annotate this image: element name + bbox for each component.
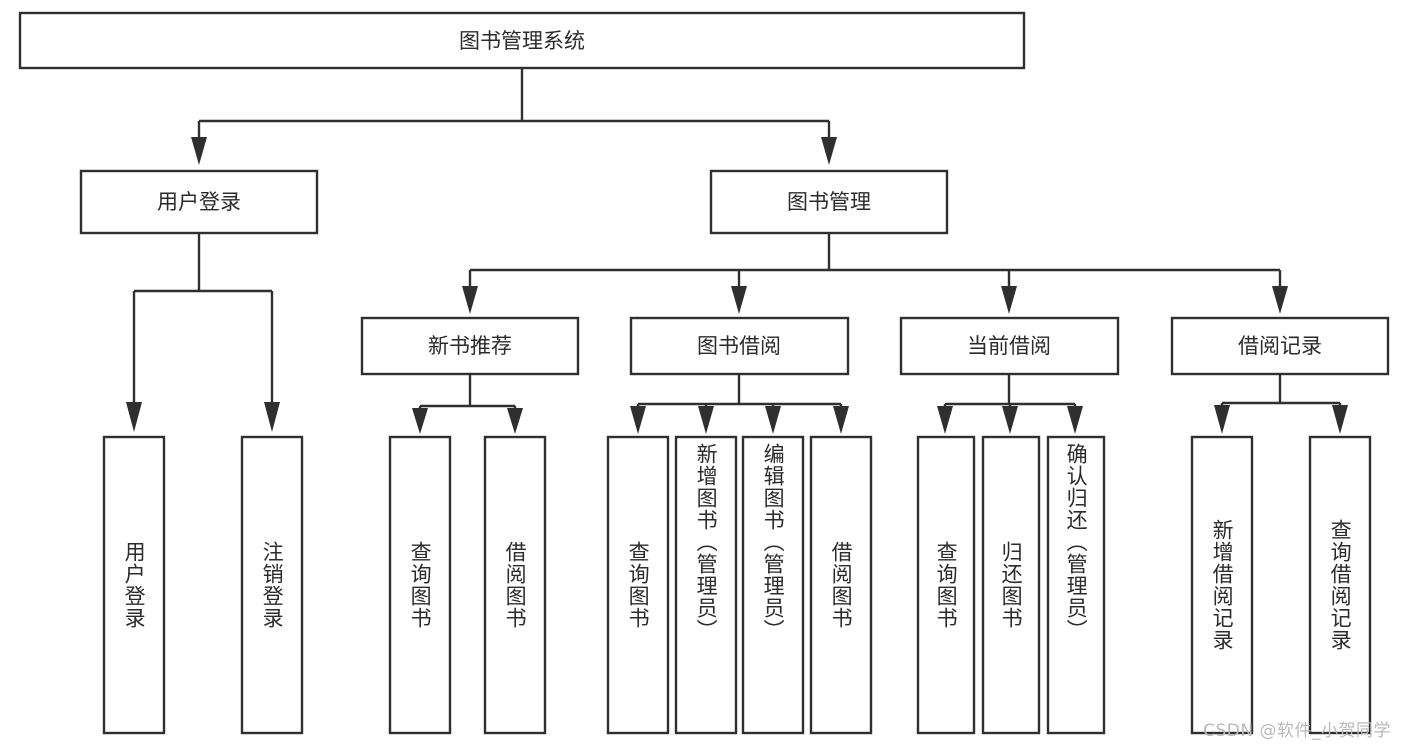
- leaf-logout-box[interactable]: [240, 435, 304, 735]
- arrow-head-borrow-record: [1272, 286, 1288, 314]
- node-book-manage-label: 图书管理: [787, 190, 871, 214]
- node-borrow-record-label: 借阅记录: [1238, 334, 1322, 358]
- node-book-borrow-label: 图书借阅: [697, 334, 781, 358]
- connector-group-root-to-level1: [191, 68, 837, 165]
- leaf-confirm-return-box[interactable]: [1046, 435, 1106, 735]
- arrow-head-leaf-query-book-borrow: [630, 406, 646, 434]
- leaf-return-book-box[interactable]: [981, 435, 1041, 735]
- arrow-head-leaf-confirm-return: [1067, 406, 1083, 434]
- arrow-head-leaf-add-book: [698, 406, 714, 434]
- arrow-head-leaf-borrow-book: [833, 406, 849, 434]
- node-book-borrow-box[interactable]: [629, 316, 850, 376]
- arrow-head-user-login: [191, 137, 207, 165]
- node-borrow-record-box[interactable]: [1170, 316, 1390, 376]
- csdn-watermark: CSDN @软件_小贺同学: [1203, 721, 1391, 741]
- arrow-head-leaf-query-book-rec: [412, 408, 428, 434]
- node-current-borrow-label: 当前借阅: [967, 334, 1051, 358]
- arrow-head-new-book-recommend: [462, 286, 478, 314]
- node-user-login[interactable]: 用户登录: [79, 169, 319, 235]
- connector-group-book-manage-to-level2: [462, 233, 1288, 314]
- leaf-edit-book-box[interactable]: [741, 435, 805, 735]
- arrow-head-leaf-return-book: [1002, 406, 1018, 434]
- node-root-box[interactable]: [18, 11, 1026, 70]
- node-new-book-recommend-box[interactable]: [360, 316, 580, 376]
- leaf-box-group: [102, 435, 1372, 735]
- arrow-head-leaf-query-record: [1332, 405, 1348, 434]
- leaf-add-record-box[interactable]: [1190, 435, 1254, 735]
- connector-group-new-book-recommend-to-leaves: [412, 374, 523, 434]
- arrow-head-book-manage: [821, 137, 837, 165]
- arrow-head-leaf-user-login: [126, 402, 142, 432]
- node-book-borrow[interactable]: 图书借阅: [629, 316, 850, 376]
- leaf-query-record-box[interactable]: [1308, 435, 1372, 735]
- arrow-head-leaf-edit-book: [765, 406, 781, 434]
- connector-group-borrow-record-to-leaves: [1214, 374, 1348, 434]
- leaf-query-book-rec-box[interactable]: [388, 435, 452, 735]
- node-current-borrow[interactable]: 当前借阅: [899, 316, 1120, 376]
- node-book-manage[interactable]: 图书管理: [709, 169, 949, 235]
- arrow-head-leaf-logout: [264, 402, 280, 432]
- connector-group-current-borrow-to-leaves: [937, 374, 1083, 434]
- node-new-book-recommend-label: 新书推荐: [428, 334, 512, 358]
- arrow-head-leaf-add-record: [1214, 405, 1230, 434]
- leaf-borrow-book-rec-box[interactable]: [483, 435, 547, 735]
- arrow-head-leaf-query-book-cur: [937, 406, 953, 434]
- node-user-login-box[interactable]: [79, 169, 319, 235]
- node-current-borrow-box[interactable]: [899, 316, 1120, 376]
- node-borrow-record[interactable]: 借阅记录: [1170, 316, 1390, 376]
- arrow-head-book-borrow: [731, 286, 747, 314]
- node-book-manage-box[interactable]: [709, 169, 949, 235]
- connector-group-user-login-to-leaves: [126, 233, 280, 432]
- arrow-head-current-borrow: [1001, 286, 1017, 314]
- arrow-head-leaf-borrow-book-rec: [507, 408, 523, 434]
- connector-group-book-borrow-to-leaves: [630, 374, 849, 434]
- leaf-add-book-box[interactable]: [674, 435, 738, 735]
- leaf-query-book-cur-box[interactable]: [916, 435, 976, 735]
- leaf-borrow-book-box[interactable]: [809, 435, 873, 735]
- node-root-label: 图书管理系统: [459, 29, 585, 53]
- node-root[interactable]: 图书管理系统: [18, 11, 1026, 70]
- leaf-query-book-borrow-box[interactable]: [606, 435, 670, 735]
- node-new-book-recommend[interactable]: 新书推荐: [360, 316, 580, 376]
- node-user-login-label: 用户登录: [157, 190, 241, 214]
- leaf-user-login-box[interactable]: [102, 435, 166, 735]
